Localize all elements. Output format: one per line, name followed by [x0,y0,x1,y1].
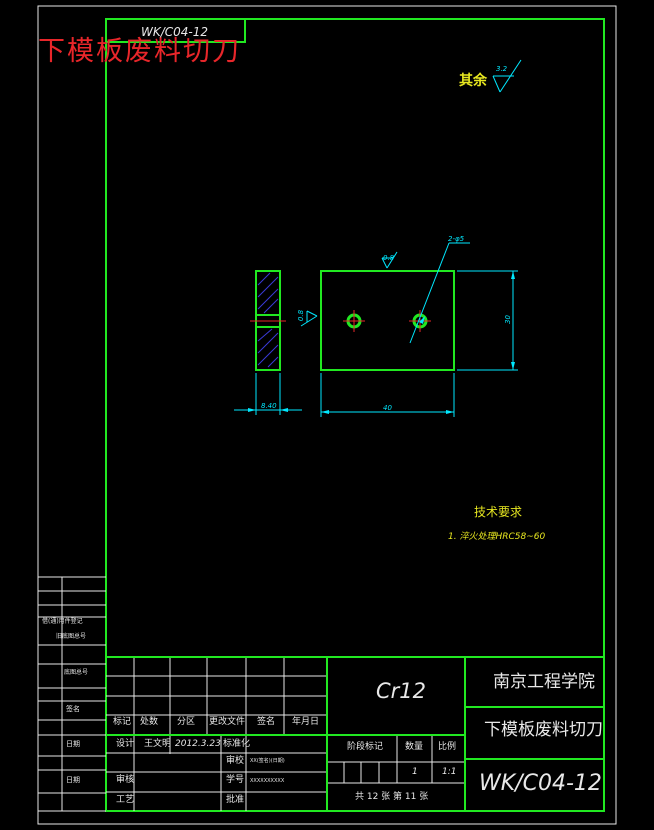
row3-value: XXXXXXXXXX [250,778,285,784]
rev-header-3: 更改文件 [209,717,246,727]
left-base-no: 底图总号 [64,669,89,676]
design-label: 设计 [116,739,135,749]
rev-header-2: 分区 [177,717,196,727]
dim-ra-side: 0.8 [297,309,306,322]
row3-label: 学号 [226,775,245,785]
dimension-lines [234,242,518,417]
drawing-title: 下模板废料切刀 [38,36,241,67]
left-date-1: 日期 [66,740,80,748]
sheet-count: 共 12 张 第 11 张 [355,792,429,802]
scale-header: 比例 [438,742,457,752]
dim-thickness: 8.40 [261,402,277,410]
left-drawing-no: 旧底图总号 [56,633,87,640]
rev-header-5: 年月日 [292,717,320,727]
school-name: 南京工程学院 [493,672,595,692]
row2-value: XX(签名)(日期) [250,758,285,764]
drawing-code: WK/C04-12 [479,771,602,796]
qty-value: 1 [412,767,418,777]
left-column [38,576,106,812]
side-view [250,270,286,371]
code-tab [105,18,246,43]
material: Cr12 [376,679,427,703]
part-name: 下模板废料切刀 [484,720,603,740]
roughness-symbol [492,59,522,93]
roughness-label: 其余 [459,73,487,89]
title-block-frame [106,656,604,811]
scale-value: 1:1 [442,767,457,777]
qty-header: 数量 [405,742,424,752]
dim-height: 30 [503,315,512,324]
stage-header: 阶段标记 [347,742,384,752]
review-label: 审核 [116,775,135,785]
rev-header-0: 标记 [113,717,132,727]
dim-width: 40 [383,404,392,412]
designer-name: 王文明 [144,739,172,749]
dim-holes: 2-φ5 [448,235,465,243]
front-view [320,270,455,371]
rev-header-1: 处数 [140,717,159,727]
roughness-value: 3.2 [496,65,508,73]
rev-header-4: 签名 [257,717,276,727]
craft-label: 工艺 [116,795,135,805]
left-date-2: 日期 [66,776,80,784]
dimension-arrows [248,271,515,414]
tech-req-item: 1. 淬火处理HRC58~60 [448,532,546,542]
design-date: 2012.3.23 [175,739,221,749]
left-sign: 签名 [66,705,80,713]
check-label: 批准 [226,795,245,805]
left-archive: 借(通)用件登记 [42,618,83,625]
code-tab-text: WK/C04-12 [141,25,209,39]
standard-label: 标准化 [223,739,251,749]
tech-req-title: 技术要求 [474,505,523,519]
dim-ra-top: 0.8 [383,254,395,262]
outer-border [37,5,617,825]
drawing-frame [105,18,605,812]
row2-label: 审校 [226,756,245,766]
